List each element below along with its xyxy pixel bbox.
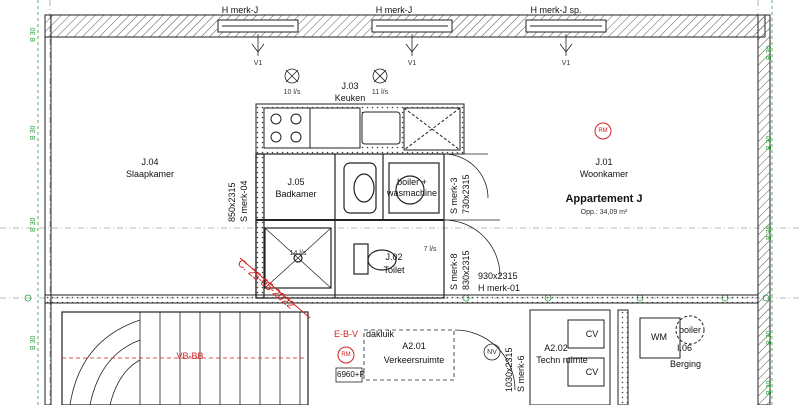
door-code: S merk-04	[239, 180, 249, 222]
core-walls	[255, 153, 445, 299]
grid-label: B 30	[30, 217, 37, 232]
left-wall	[44, 14, 52, 405]
door-code: S merk-6	[516, 355, 526, 392]
door-size: 930x2315	[478, 271, 518, 281]
fixture-label: boiler +	[397, 177, 427, 187]
level-box	[335, 367, 363, 383]
vent-label: H merk-J sp.	[530, 5, 582, 15]
rm-markers	[337, 122, 612, 364]
grid-label: B 30	[30, 125, 37, 140]
grid-label: B 30	[766, 45, 773, 60]
grid-label: B 30	[30, 335, 37, 350]
rm-label: RM	[341, 352, 351, 358]
cv-label: CV	[585, 329, 599, 339]
room-name: Berging	[670, 359, 702, 369]
rm-label: RM	[598, 128, 608, 134]
grid-label: B 30	[766, 330, 773, 345]
nv-marker	[483, 343, 501, 361]
room-name: Techn ruimte	[536, 355, 588, 365]
room-code: J.01	[595, 157, 613, 167]
washing-machine-label: WM	[651, 332, 667, 342]
stair-label: VB-BB	[176, 351, 204, 361]
room-code: I.06	[677, 343, 693, 353]
door-size: 850x2315	[227, 182, 237, 222]
flow-label: 7 l/s	[423, 246, 437, 253]
apartment-title: Appartement J	[565, 193, 643, 205]
fixture-label: wasmachine	[386, 188, 438, 198]
kitchen-block	[255, 103, 465, 155]
vent-label: H merk-J	[221, 5, 259, 15]
door-code: H merk-01	[478, 283, 521, 293]
grid-label: B 30	[766, 380, 773, 395]
boiler-label: boiler	[678, 325, 702, 335]
flow-label: 14 l/s	[289, 250, 307, 257]
ebv-label: E-B-V	[334, 329, 359, 339]
cv-label: CV	[585, 367, 599, 377]
room-code: J.02	[385, 252, 403, 262]
room-code: A2.01	[402, 341, 426, 351]
vent-code: V1	[253, 60, 263, 67]
flow-label: 11 l/s	[371, 89, 389, 96]
corridor-wall	[44, 294, 759, 304]
vent-code: V1	[561, 60, 571, 67]
room-name: Verkeersruimte	[383, 355, 445, 365]
door-size: 730x2315	[461, 174, 471, 214]
vent-grilles	[217, 19, 607, 33]
door-swings	[443, 153, 516, 391]
grid-markers	[24, 0, 773, 405]
grid-label: B 30	[766, 135, 773, 150]
room-code: J.03	[341, 81, 359, 91]
door-code: S merk-8	[449, 253, 459, 290]
apartment-area: Opp.: 34,09 m²	[580, 209, 628, 216]
stamp-line	[239, 257, 311, 319]
room-code: J.05	[287, 177, 305, 187]
vent-arrows	[251, 34, 573, 56]
room-name: Woonkamer	[579, 169, 629, 179]
technical-room	[529, 309, 705, 405]
grid-label: B 30	[30, 27, 37, 42]
room-code: J.04	[141, 157, 159, 167]
extraction-valves	[284, 68, 388, 84]
door-size: 1030x2315	[504, 347, 514, 392]
room-name: Badkamer	[275, 189, 317, 199]
vent-code: V1	[407, 60, 417, 67]
door-code: S merk-3	[449, 177, 459, 214]
room-name: Toilet	[383, 265, 405, 275]
room-name: Slaapkamer	[125, 169, 175, 179]
flow-label: 10 l/s	[283, 89, 301, 96]
door-size: 830x2315	[461, 250, 471, 290]
level-label: 6960+P	[337, 370, 365, 379]
room-code: A2.02	[544, 343, 568, 353]
roof-hatch	[363, 329, 455, 381]
room-name: Keuken	[334, 93, 366, 103]
grid-label: B 30	[766, 225, 773, 240]
nv-label: NV	[487, 349, 497, 356]
roof-hatch-label: dakluik	[366, 329, 395, 339]
right-wall	[757, 14, 771, 405]
staircase	[61, 311, 309, 405]
vent-label: H merk-J	[375, 5, 413, 15]
